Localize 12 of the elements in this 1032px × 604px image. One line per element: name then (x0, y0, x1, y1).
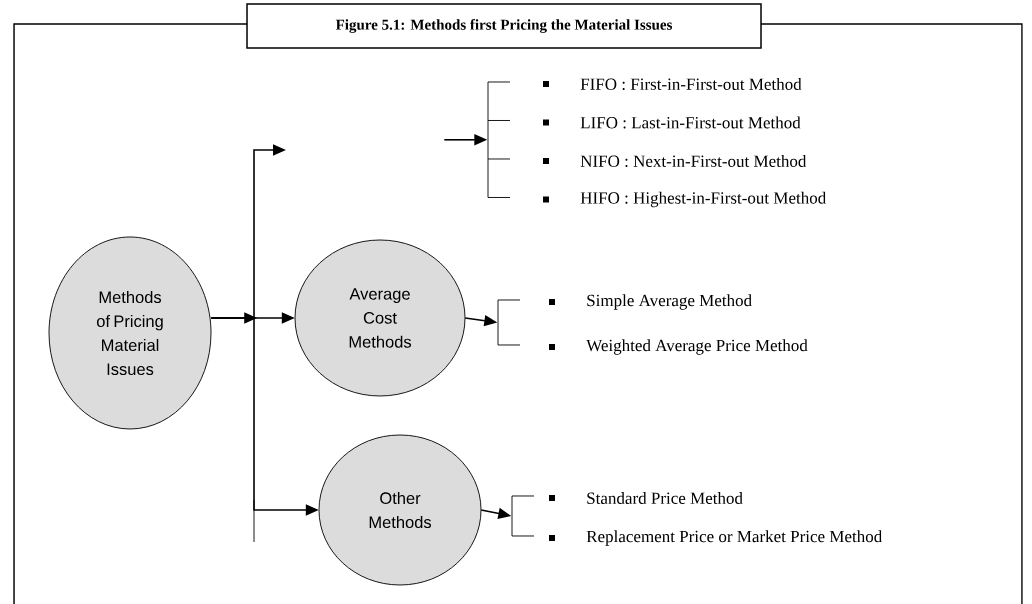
list-item: Weighted Average Price Method (549, 339, 808, 355)
list-item: Replacement Price or Market Price Method (549, 530, 882, 546)
list-item: Standard Price Method (549, 492, 743, 504)
list-item: NIFO : Next-in-First-out Method (543, 155, 807, 167)
ellipse-node: Methods of Pricing Material Issues (48, 236, 212, 430)
list-item: HIFO : Highest-in-First-out Method (543, 191, 826, 208)
list-item: FIFO : First-in-First-out Method (543, 78, 802, 90)
list-item: Simple Average Method (549, 294, 752, 310)
ellipse-node: Other Methods (318, 434, 482, 586)
list-item: LIFO : Last-in-First-out Method (543, 116, 801, 129)
title-box: Figure 5.1: Methods first Pricing the Material Issues (246, 3, 762, 49)
ellipse-node: Average Cost Methods (294, 239, 466, 397)
